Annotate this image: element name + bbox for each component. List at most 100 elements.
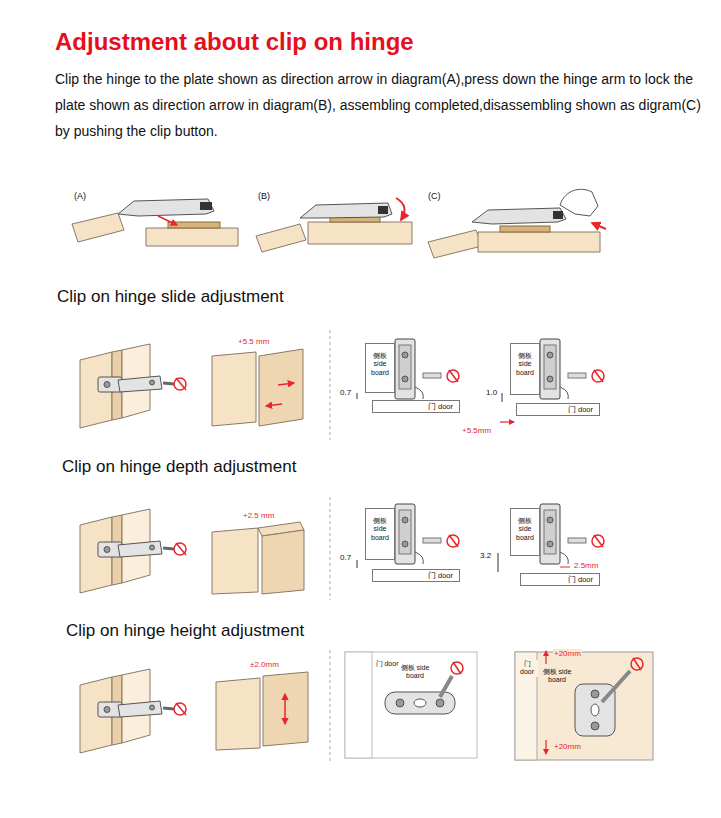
part-name: 侧板 side board (368, 352, 392, 377)
hinge-section (395, 339, 459, 399)
direction-arrow (278, 383, 294, 385)
hinge-arm (300, 203, 392, 218)
instruction-text: Clip the hinge to the plate shown as dir… (55, 66, 715, 144)
screwdriver (602, 671, 630, 702)
panel-frame (345, 652, 477, 758)
door-panel (259, 349, 303, 426)
panel-frame (515, 652, 653, 760)
door-box: 门 door (516, 403, 600, 416)
hinge-arm (118, 199, 214, 216)
side-board-box: 侧板 side board (365, 343, 395, 393)
section-heading: Clip on hinge depth adjustment (62, 457, 296, 477)
part-name: 门 door (379, 571, 453, 580)
section-heading: Clip on hinge slide adjustment (57, 287, 284, 307)
section-heading: Clip on hinge height adjustment (66, 621, 304, 641)
direction-arrow (284, 694, 286, 724)
figure-tag: (A) (74, 191, 86, 202)
direction-arrow (266, 404, 282, 406)
side-board-box: 侧板 side board (365, 508, 395, 560)
dimension-tick (502, 393, 503, 402)
dimension-tick (560, 567, 570, 568)
dimension-arrow (545, 651, 546, 664)
dimension-tick (498, 553, 499, 572)
dimension-label: +20mm (553, 649, 582, 659)
dimension-label: 2.5mm (574, 561, 598, 571)
door-panel (262, 530, 304, 594)
part-name: 门 door (527, 575, 593, 584)
screw (436, 699, 444, 707)
rotate-icon-slash (633, 658, 641, 670)
screwdriver (440, 676, 452, 697)
dimension-label: +2.5 mm (243, 511, 274, 521)
rotate-icon (631, 658, 643, 670)
dimension-arrow (545, 740, 546, 754)
part-label: 侧板 side board (398, 664, 432, 681)
clip-button (200, 202, 212, 210)
door-slab (256, 224, 306, 252)
door-panel (212, 352, 256, 426)
part-name: 侧板 side board (368, 517, 392, 542)
door-strip (345, 652, 372, 758)
figure-tag: (C) (428, 191, 441, 202)
cabinet-figure (80, 669, 186, 753)
door-panel (212, 528, 258, 594)
cabinet-board (478, 232, 600, 252)
dimension-label: 0.7 (340, 553, 351, 563)
dimension-label: ±2.0mm (250, 660, 279, 670)
figure-tag: (B) (258, 191, 270, 202)
screw (591, 690, 599, 698)
cabinet-board (146, 228, 238, 246)
direction-arrow (396, 198, 405, 220)
direction-arrow (158, 216, 177, 225)
dimension-label: 0.7 (340, 388, 351, 398)
separator (330, 330, 331, 440)
dimension-label: +5.5mm (462, 426, 491, 436)
part-label: 门 door (516, 660, 538, 677)
clip-button (553, 211, 563, 219)
rotate-icon (451, 662, 463, 674)
cabinet-board (308, 222, 412, 244)
part-name: 侧板 side board (513, 352, 537, 377)
direction-arrow (592, 223, 606, 229)
dimension-label: 1.0 (486, 388, 497, 398)
separator (330, 650, 331, 762)
dimension-label: +20mm (553, 742, 582, 752)
screw (396, 699, 404, 707)
hinge-section (395, 504, 459, 564)
page-title: Adjustment about clip on hinge (55, 28, 414, 57)
dimension-label: 3.2 (480, 551, 491, 561)
door-strip (515, 652, 537, 760)
adjust-slot (414, 699, 426, 707)
clip-button (378, 206, 388, 214)
side-board-box: 侧板 side board (510, 343, 540, 395)
cabinet-figure (80, 509, 186, 593)
separator (330, 497, 331, 600)
hinge-section (540, 339, 604, 399)
part-label: 侧板 side board (540, 668, 574, 685)
hand (560, 189, 598, 216)
cabinet-figure (80, 344, 186, 428)
adjust-slot (591, 704, 599, 716)
mount-plate (500, 226, 550, 232)
door-slab (428, 230, 482, 258)
dimension-arrow (500, 421, 514, 422)
part-label: 门 door (374, 660, 400, 668)
dimension-tick (357, 393, 358, 399)
door-box: 门 door (372, 569, 460, 582)
rotate-icon-slash (453, 662, 461, 674)
part-name: 门 door (523, 405, 593, 414)
door-panel (263, 672, 308, 746)
dimension-label: +5.5 mm (238, 337, 269, 347)
hinge-arm (472, 208, 566, 224)
door-box: 门 door (372, 400, 460, 413)
part-name: 门 door (379, 402, 453, 411)
mount-plate (385, 692, 455, 714)
dimension-tick (357, 560, 358, 568)
door-box: 门 door (520, 573, 600, 586)
screw (591, 722, 599, 730)
side-board-box: 侧板 side board (510, 508, 540, 556)
part-name: 侧板 side board (513, 517, 537, 542)
hinge-section (540, 504, 604, 564)
